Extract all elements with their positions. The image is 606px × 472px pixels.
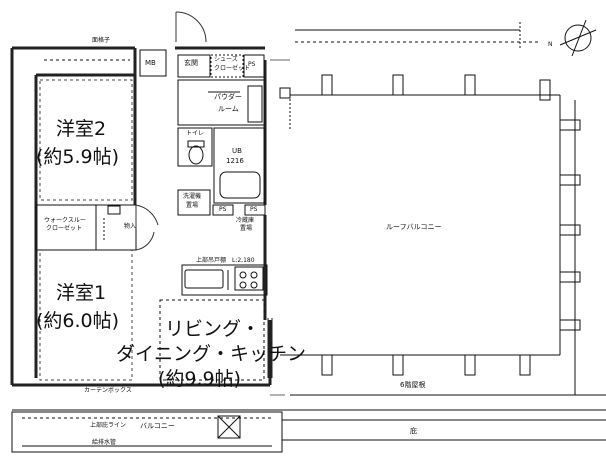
floor-drain-label: 給排水管 [92,439,117,446]
powder-room-label: パウダー [214,93,242,101]
storage-label: 物入 [124,223,137,230]
walkin-closet-label: ウォークスルー [44,217,86,224]
sash-top-label: 面格子 [92,37,111,44]
roof-balcony-label: ルーフバルコニー [386,223,442,231]
fridge-label: 冷蔵庫 [236,217,255,224]
ps-top-label: PS [248,61,256,68]
north-compass-icon [559,19,597,57]
wall-hatch [270,59,290,396]
washer-label2: 置場 [186,202,199,209]
ub-label: UB [232,147,242,155]
bedroom2-outline [39,79,133,201]
ldk-line3: (約9.9帖) [158,368,242,390]
ldk-line1: リビング・ [165,318,261,340]
unit-bath [213,127,266,204]
fridge-label2: 置場 [240,225,253,232]
ps-mid-label2: PS [250,206,258,213]
shoe-closet-label2: クローゼット [214,65,251,72]
entrance-label: 玄関 [184,59,198,67]
niwa-label: 庇 [410,427,417,435]
washer-label: 洗濯機 [183,193,202,200]
curtain-box-label: カーテンボックス [84,387,132,394]
balcony [11,411,283,453]
toilet-label: トイレ [186,130,205,137]
shoe-closet-label: シューズ [214,56,238,63]
door-swings [135,11,207,251]
bedroom1-name: 洋室1 [56,282,107,304]
north-label: N [548,41,553,48]
railing-posts [279,74,581,376]
kitchen-counter [181,264,268,296]
balcony-label: バルコニー [140,422,175,430]
walkin-closet-label2: クローゼット [46,225,83,232]
ps-mid-label: PS [219,206,227,213]
toilet [177,127,213,167]
kitchen-length-label: L:2,180 [232,257,255,264]
upper-rail [44,41,540,61]
entrance-block [139,49,265,78]
kitchen-shelf-label: 上部吊戸棚 [196,257,227,264]
roof-balcony-door [267,318,273,378]
ub-size-label: 1216 [226,157,244,165]
bedroom1-outline [39,249,133,381]
bedroom1-size: (約6.0帖) [36,310,120,332]
mb-label: MB [145,59,156,67]
ldk-line2: ダイニング・キッチン [116,343,307,365]
upper-ceiling-label: 上部庇ライン [90,422,127,429]
powder-room-label2: ルーム [218,105,239,113]
floor6-roof-label: 6階屋根 [400,381,426,389]
powder-room [177,79,266,126]
bedroom2-size: (約5.9帖) [36,146,120,168]
bedroom2-name: 洋室2 [56,118,107,140]
